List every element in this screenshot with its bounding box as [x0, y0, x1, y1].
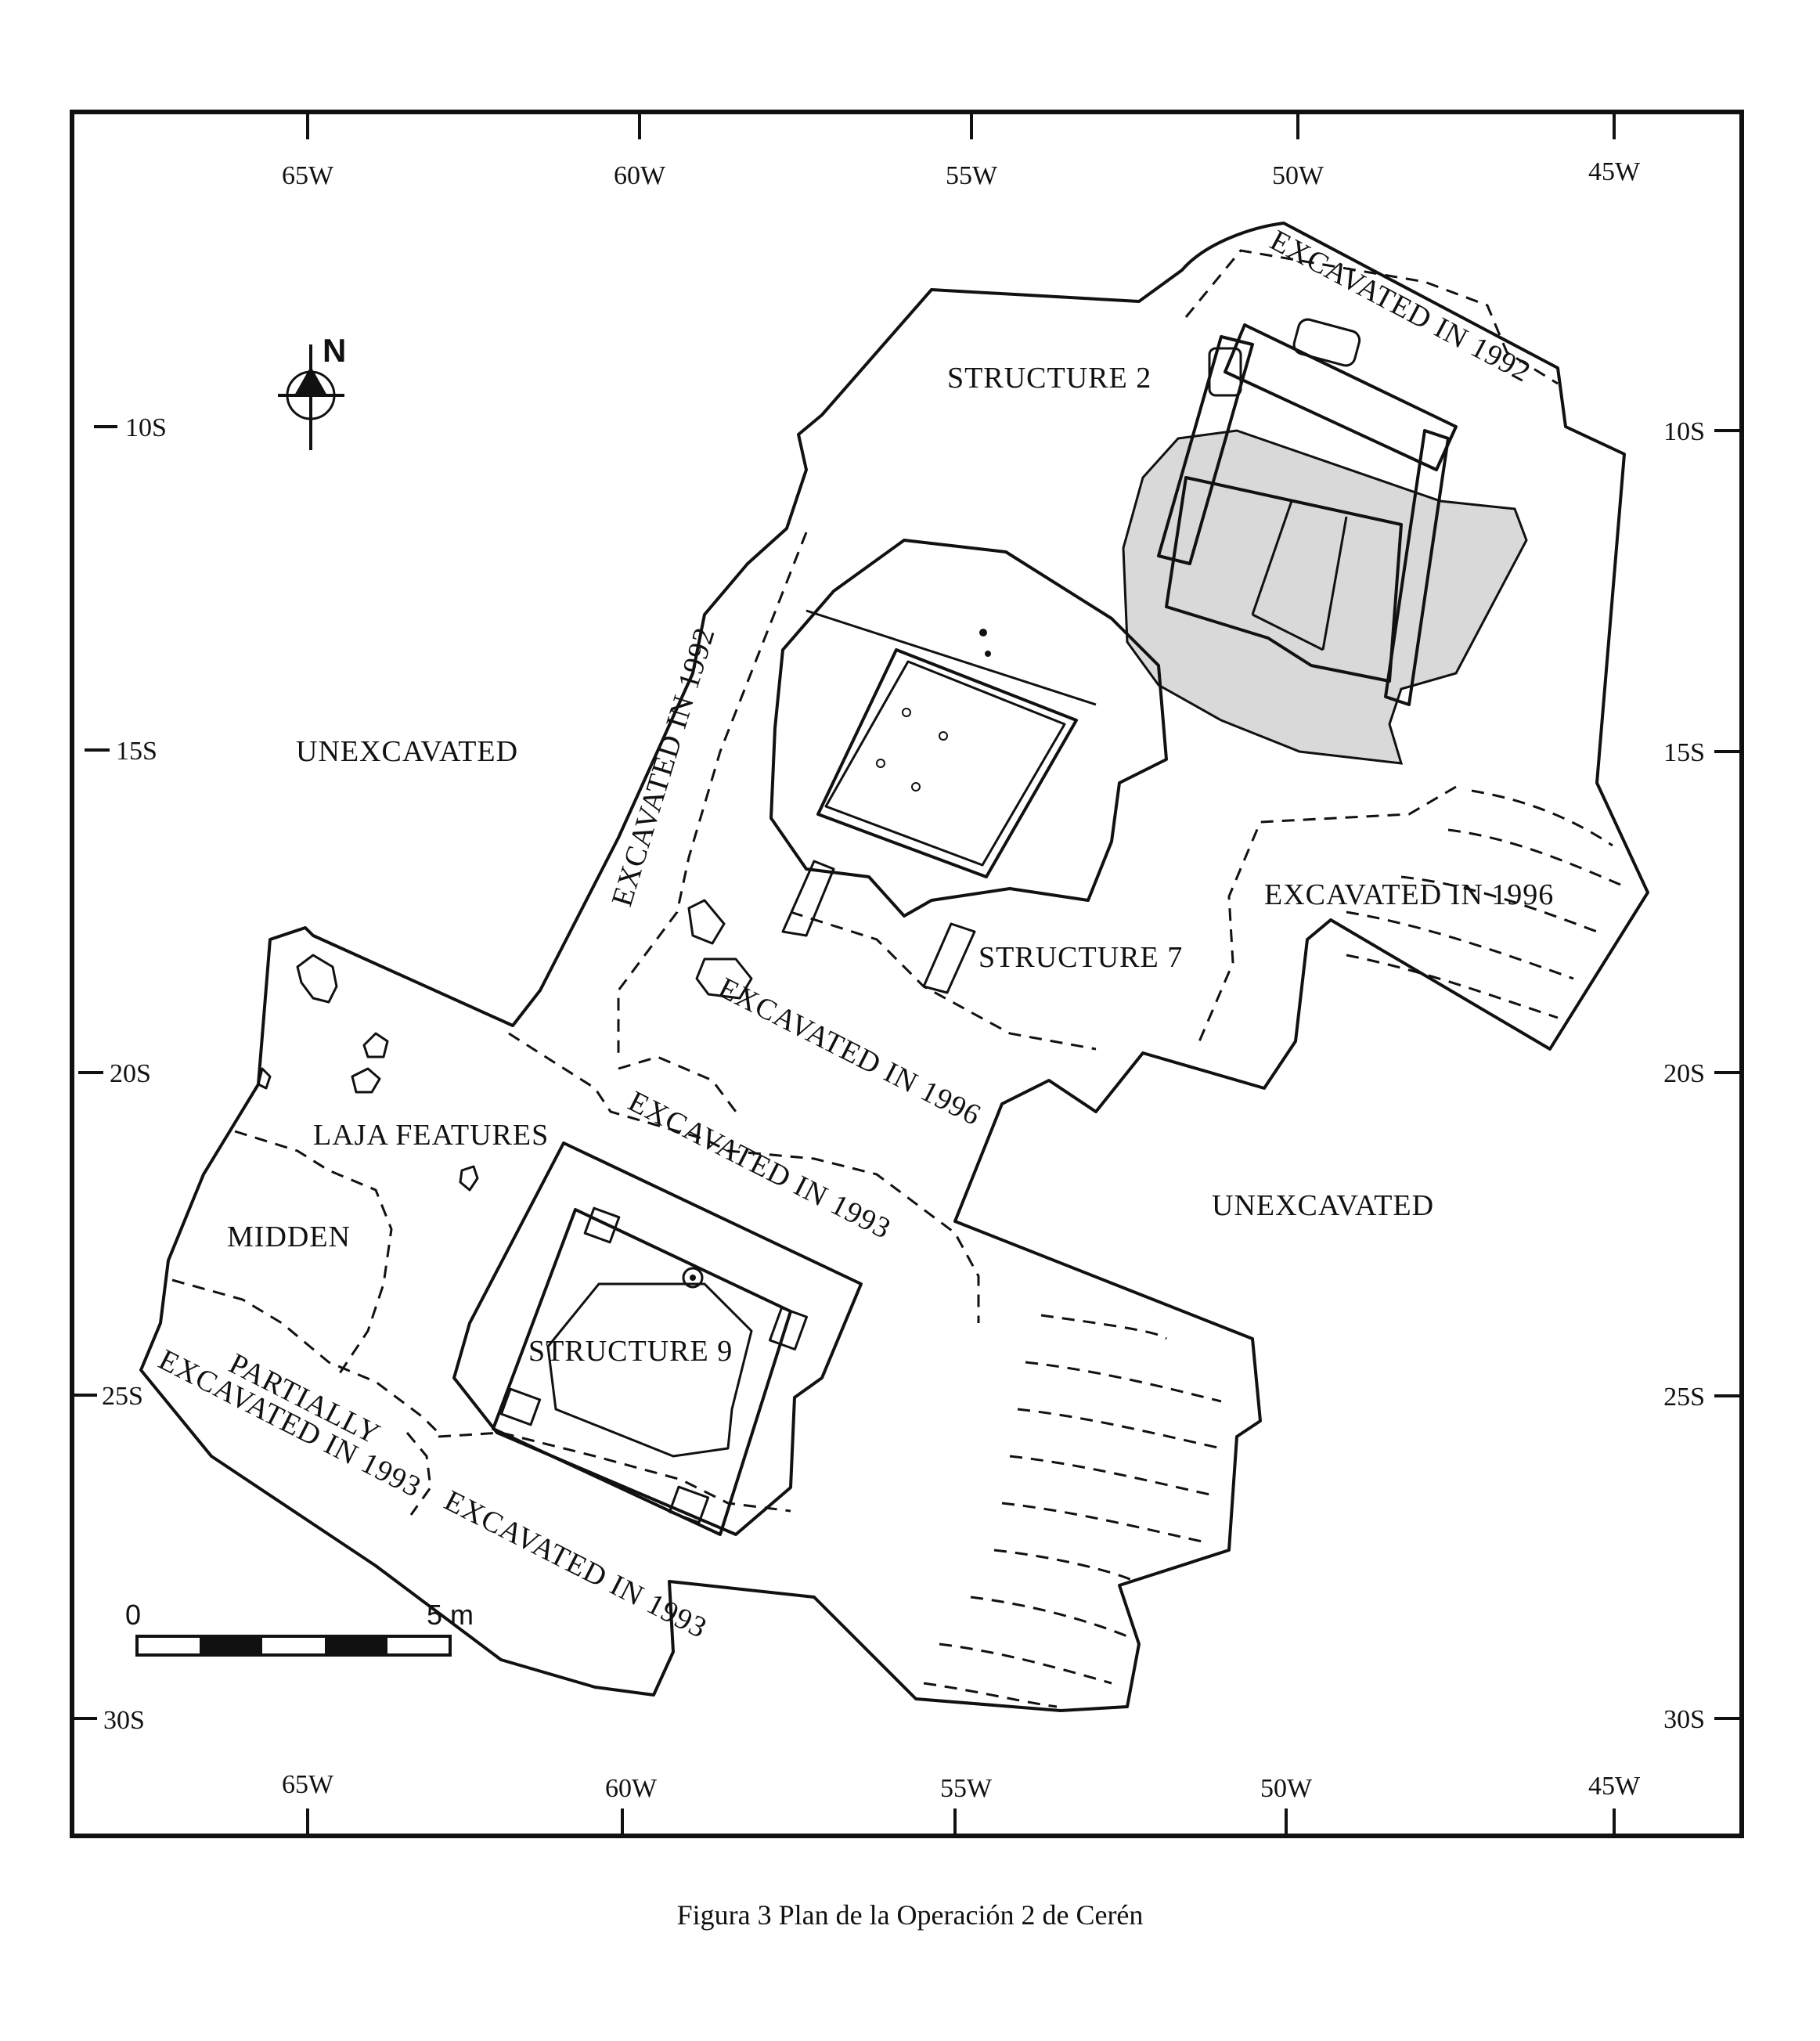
scale-end-label: 5 m: [427, 1599, 474, 1631]
structure-2: [1122, 318, 1528, 765]
excavated-1996-right-label: EXCAVATED IN 1996: [1264, 878, 1554, 911]
laja-features-label: LAJA FEATURES: [313, 1119, 549, 1152]
structure-2-platform: [1165, 476, 1403, 683]
grid-label-right-30s: 30S: [1663, 1705, 1705, 1734]
boundary-1992-top: [1184, 249, 1559, 385]
grid-label-top-45w: 45W: [1588, 157, 1641, 186]
structure-2-label: STRUCTURE 2: [947, 362, 1151, 395]
grid-ticks-bottom: [306, 1808, 1616, 1836]
excavated-1992-top-label: EXCAVATED IN 1992: [1265, 224, 1537, 389]
grid-ticks-right: [1714, 429, 1742, 1720]
grid-label-bottom-45w: 45W: [1588, 1772, 1641, 1801]
boundary-1993-loop: [618, 1055, 737, 1112]
grid-ticks-top: [306, 112, 1616, 139]
laja-features-shapes: [257, 899, 753, 1192]
grid-label-bottom-50w: 50W: [1260, 1774, 1313, 1803]
boundary-midden-top: [234, 1130, 393, 1379]
grid-label-left-20s: 20S: [110, 1059, 151, 1088]
map-frame: [70, 110, 1744, 1838]
boundary-1993-bottom: [405, 1432, 432, 1516]
north-label: N: [323, 332, 346, 369]
grid-label-right-25s: 25S: [1663, 1383, 1705, 1412]
structure-2-stipple-floor: [1122, 429, 1528, 765]
scale-bar: 0 5 m: [125, 1599, 474, 1657]
figure-caption: Figura 3 Plan de la Operación 2 de Cerén: [676, 1899, 1144, 1931]
scale-start-label: 0: [125, 1599, 141, 1631]
excavated-1992-left-label: EXCAVATED IN 1992: [605, 623, 721, 910]
excavation-outline: [139, 222, 1649, 1712]
boundary-1996-right: [1196, 785, 1457, 1046]
grid-ticks-left: [72, 425, 117, 1720]
grid-label-bottom-60w: 60W: [605, 1774, 658, 1803]
north-arrow-icon: N: [278, 332, 346, 450]
grid-label-top-50w: 50W: [1272, 161, 1324, 190]
grid-label-left-30s: 30S: [103, 1706, 145, 1735]
midden-label: MIDDEN: [227, 1221, 351, 1253]
excavated-1996-mid-label: EXCAVATED IN 1996: [713, 972, 986, 1133]
structure-9-label: STRUCTURE 9: [528, 1335, 733, 1368]
partially-excavated-1993-label: EXCAVATED IN 1993: [153, 1343, 427, 1505]
grid-label-right-10s: 10S: [1663, 417, 1705, 446]
grid-label-bottom-65w: 65W: [282, 1770, 334, 1799]
grid-label-right-20s: 20S: [1663, 1059, 1705, 1088]
grid-label-bottom-55w: 55W: [940, 1774, 993, 1803]
boundary-1992-left: [617, 532, 808, 1053]
grid-label-top-65w: 65W: [282, 161, 334, 190]
boundary-1993-mid: [508, 1032, 980, 1323]
unexcavated-right-label: UNEXCAVATED: [1212, 1189, 1434, 1222]
structure-9: [452, 1141, 863, 1536]
grid-label-left-15s: 15S: [116, 737, 157, 766]
structure-7: [769, 539, 1168, 994]
structure-7-label: STRUCTURE 7: [978, 941, 1183, 974]
boundary-1993-lower: [438, 1431, 791, 1513]
grid-label-left-10s: 10S: [125, 413, 167, 442]
grid-label-top-60w: 60W: [614, 161, 666, 190]
boundary-midden-bottom: [171, 1278, 440, 1434]
excavated-1993-mid-label: EXCAVATED IN 1993: [623, 1085, 896, 1246]
furrows-lower: [923, 1314, 1222, 1708]
furrows-upper: [1346, 789, 1621, 1019]
unexcavated-left-label: UNEXCAVATED: [296, 735, 518, 768]
grid-label-right-15s: 15S: [1663, 738, 1705, 767]
grid-label-left-25s: 25S: [102, 1382, 143, 1411]
grid-label-top-55w: 55W: [946, 161, 998, 190]
